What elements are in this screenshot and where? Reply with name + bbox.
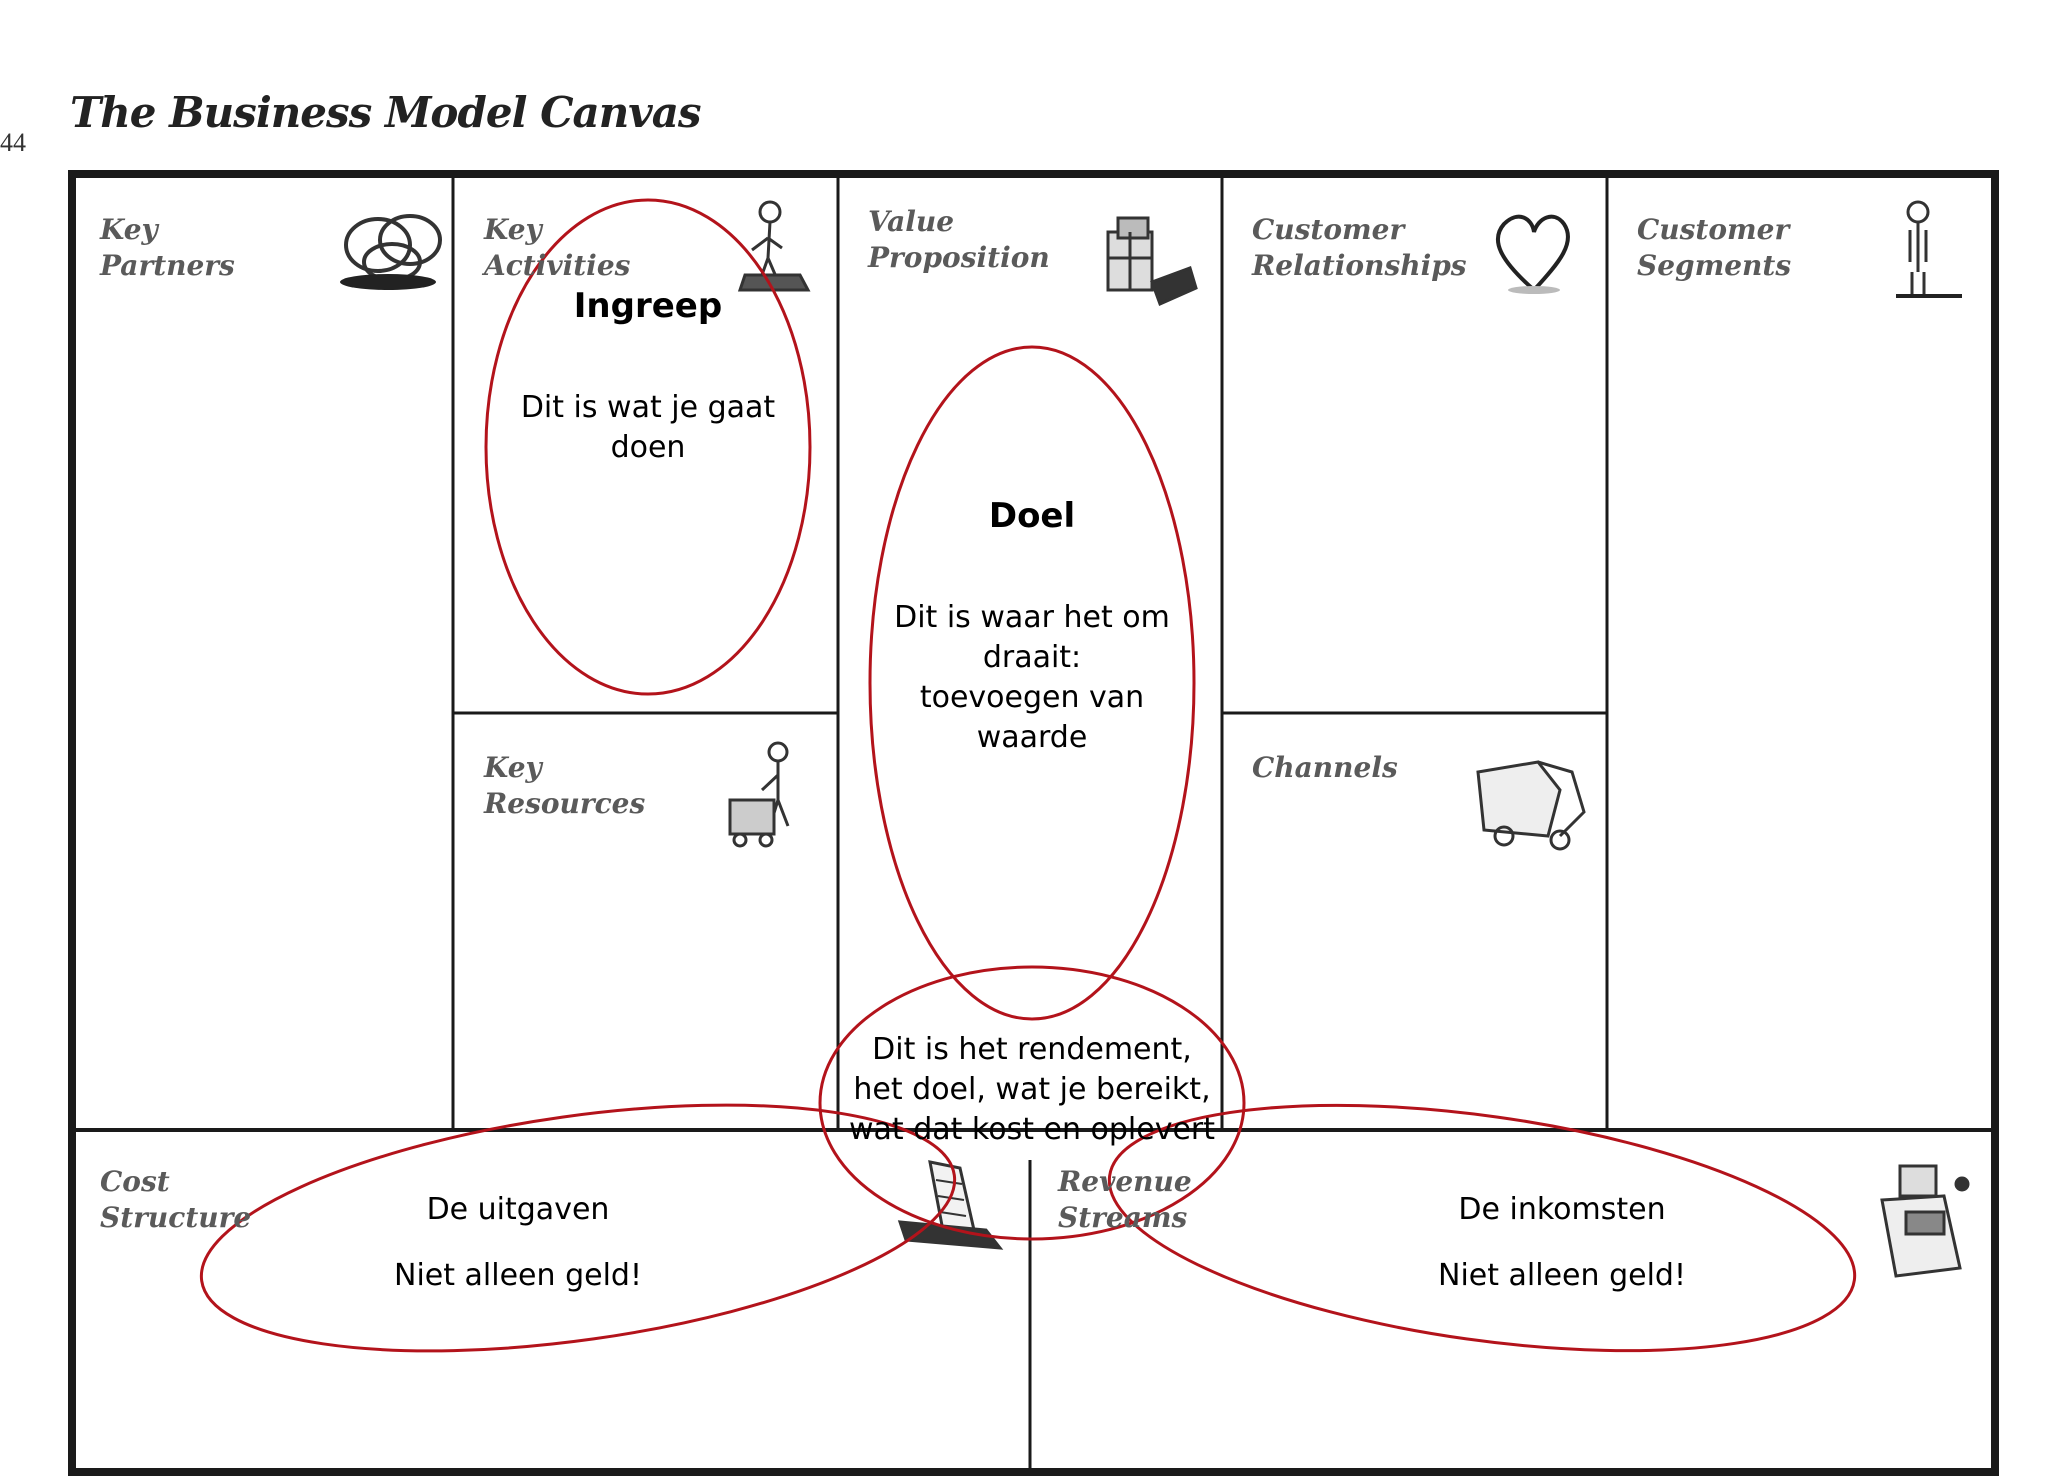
doel-ellipse [868,345,1196,1021]
key-activities-label: Key Activities [484,213,631,282]
person-icon [1896,200,1962,298]
page-number: 44 [0,128,26,157]
canvas-frame [68,170,1999,1476]
heart-icon [1495,214,1570,294]
page-title: The Business Model Canvas [70,88,702,137]
truck-icon [1476,760,1586,851]
rendement-text: Dit is het rendement, het doel, wat je b… [848,1032,1216,1147]
uitgaven-ellipse [199,1103,957,1353]
doel-text: Dit is waar het om draait: toevoegen van… [894,600,1170,755]
gift-package-icon [1106,216,1198,307]
worker-icon [737,200,811,292]
ingreep-ellipse [484,198,812,696]
cash-register-icon [1880,1164,1970,1278]
inkomsten-line2: Niet alleen geld! [1438,1258,1686,1293]
worker-with-cart-icon [728,741,790,848]
doel-title: Doel [988,496,1076,536]
revenue-streams-label: Revenue Streams [1058,1165,1192,1234]
customer-segments-label: Customer Segments [1637,213,1792,282]
inkomsten-ellipse [1107,1103,1857,1353]
channels-label: Channels [1252,751,1398,784]
uitgaven-line2: Niet alleen geld! [394,1258,642,1293]
value-proposition-label: Value Proposition [868,205,1050,274]
inkomsten-line1: De inkomsten [1458,1192,1666,1227]
key-resources-label: Key Resources [484,751,646,820]
key-partners-label: Key Partners [100,213,235,282]
uitgaven-line1: De uitgaven [426,1192,610,1227]
rendement-ellipse [818,965,1246,1241]
customer-relationships-label: Customer Relationships [1252,213,1467,282]
ingreep-text: Dit is wat je gaat doen [520,390,776,465]
cost-structure-label: Cost Structure [100,1165,252,1234]
ingreep-title: Ingreep [573,286,723,326]
linked-rings-icon [340,214,442,290]
